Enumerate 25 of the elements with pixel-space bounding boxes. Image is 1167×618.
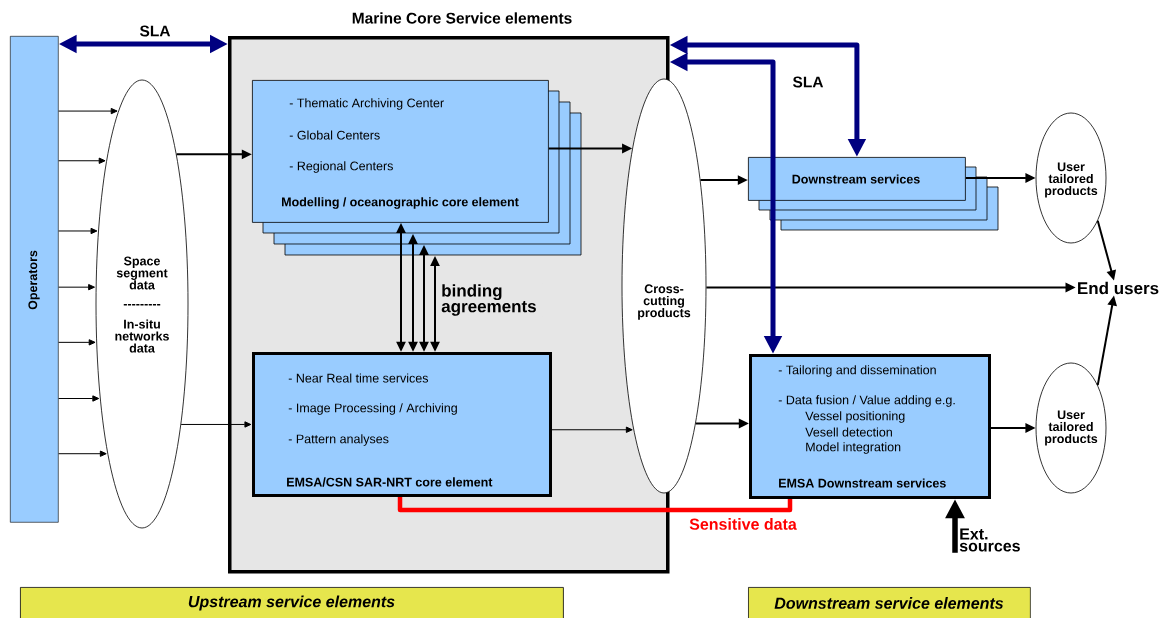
edge-label: SLA	[791, 75, 825, 89]
sources-label: Ext. sources	[959, 528, 1020, 552]
service-box: - Tailoring and dissemination - Data fusion / Value adding e.g. Vessel positioning Vesell detection Model integration EMSA Downstream services	[749, 354, 991, 499]
edge-label: SLA	[138, 24, 172, 38]
section-band: Upstream service elements	[20, 587, 564, 618]
edge-label: Sensitive data	[688, 517, 798, 531]
arrow	[58, 227, 98, 235]
operators-bar: Operators	[10, 36, 59, 523]
node-label: - Thematic Archiving Center	[289, 98, 444, 110]
edge-label: binding agreements	[440, 283, 543, 317]
arrow	[58, 107, 118, 115]
arrow	[58, 450, 107, 457]
arrow	[551, 426, 633, 433]
end-users-label: End users	[1078, 281, 1159, 295]
core-element-box: - Near Real time services - Image Processing / Archiving - Pattern analyses EMSA/CSN SAR-NRT core element	[252, 352, 552, 497]
core-element-box: - Thematic Archiving Center - Global Centers - Regional Centers Modelling / oceanographic core element	[252, 80, 582, 256]
arrow	[180, 421, 252, 428]
arrow	[58, 395, 100, 402]
section-band: Downstream service elements	[748, 587, 1031, 618]
service-box: Downstream services	[748, 157, 999, 231]
arrow	[58, 339, 96, 346]
arrow	[58, 284, 95, 291]
node-label: Marine Core Service elements	[352, 12, 572, 24]
arrow	[58, 157, 106, 164]
node-label: Downstream services	[792, 174, 920, 184]
